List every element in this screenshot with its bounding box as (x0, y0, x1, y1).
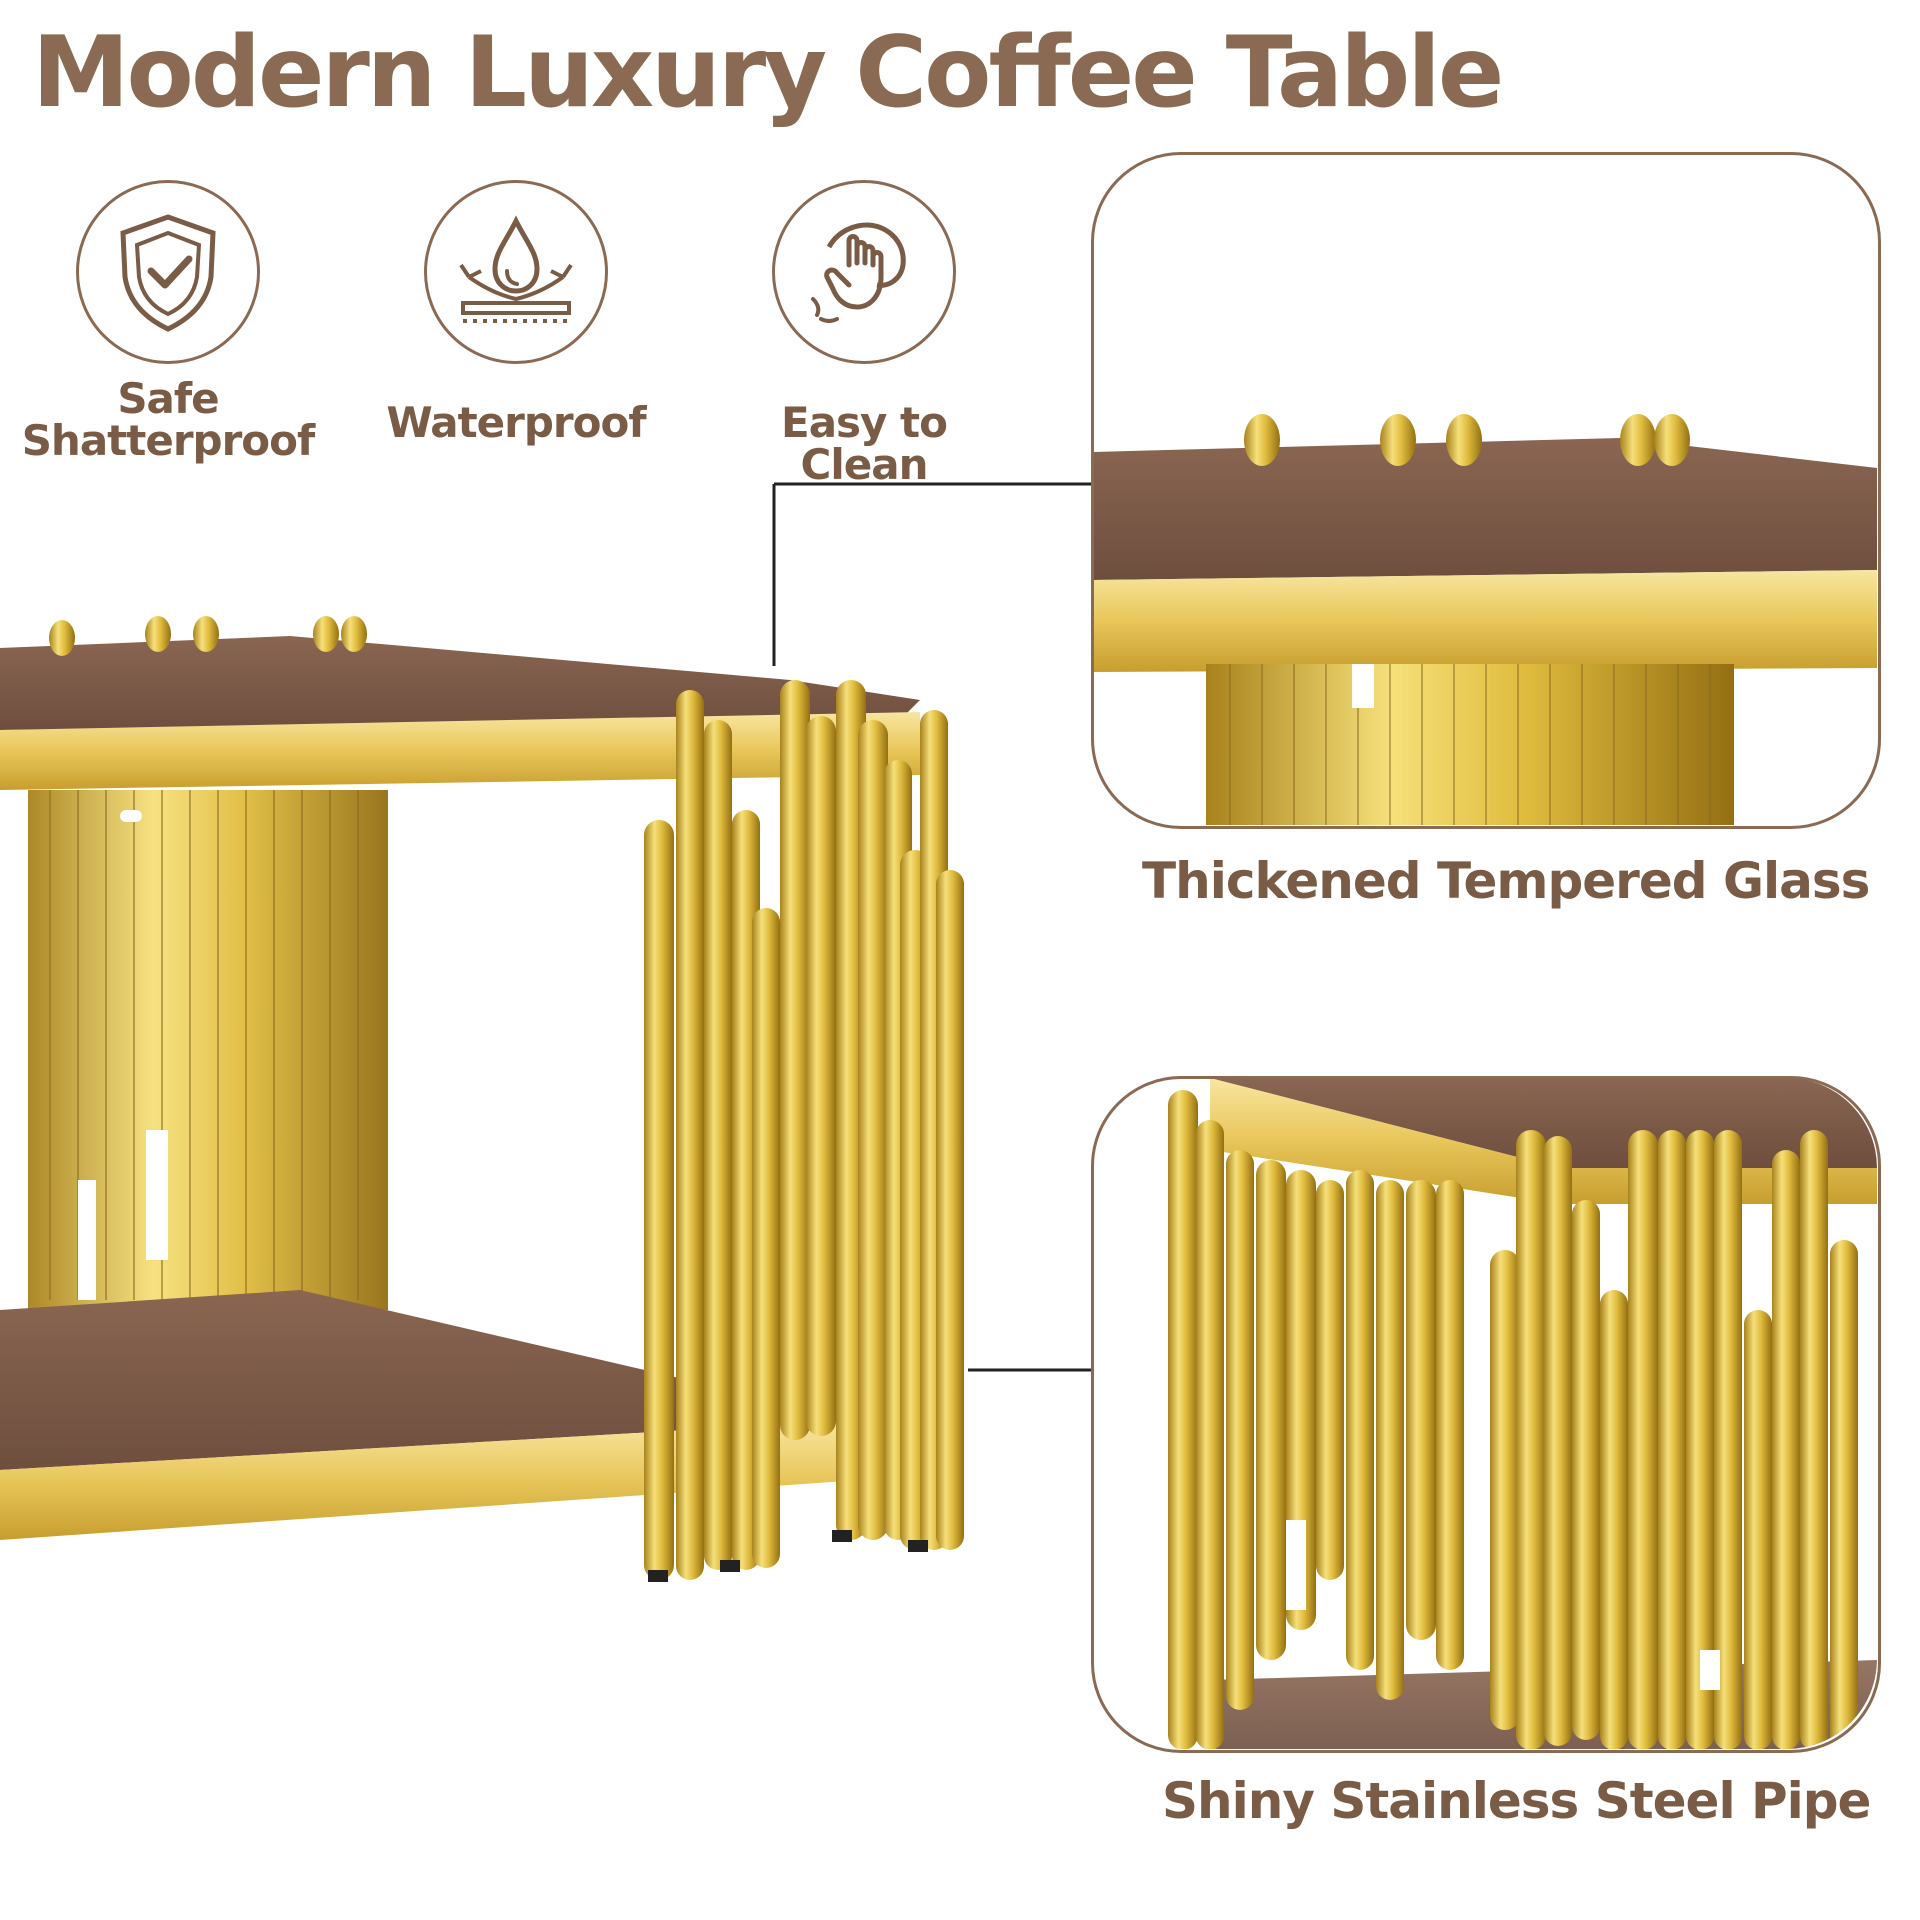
water-drop-icon (459, 215, 573, 323)
detail-caption: Thickened Tempered Glass (1142, 852, 1870, 910)
detail-panel-glass (1091, 152, 1881, 829)
feature-icon-circle (76, 180, 260, 364)
detail-panel-pipes (1091, 1076, 1881, 1753)
feature-waterproof: Waterproof (366, 180, 666, 444)
page-title: Modern Luxury Coffee Table (32, 16, 1504, 130)
feature-label: Safe Shatterproof (18, 378, 318, 462)
feature-label: Easy to Clean (781, 398, 948, 489)
feature-label-line: Safe (117, 374, 219, 423)
feature-safe-shatterproof: Safe Shatterproof (18, 180, 318, 462)
detail-caption: Shiny Stainless Steel Pipe (1162, 1772, 1871, 1830)
feature-easy-to-clean: Easy to Clean (714, 180, 1014, 486)
feature-label-line: Shatterproof (21, 416, 316, 465)
shield-check-icon (120, 214, 216, 332)
wipe-hand-icon (811, 222, 906, 323)
feature-label: Waterproof (386, 398, 646, 447)
feature-icon-circle (772, 180, 956, 364)
feature-icon-circle (424, 180, 608, 364)
